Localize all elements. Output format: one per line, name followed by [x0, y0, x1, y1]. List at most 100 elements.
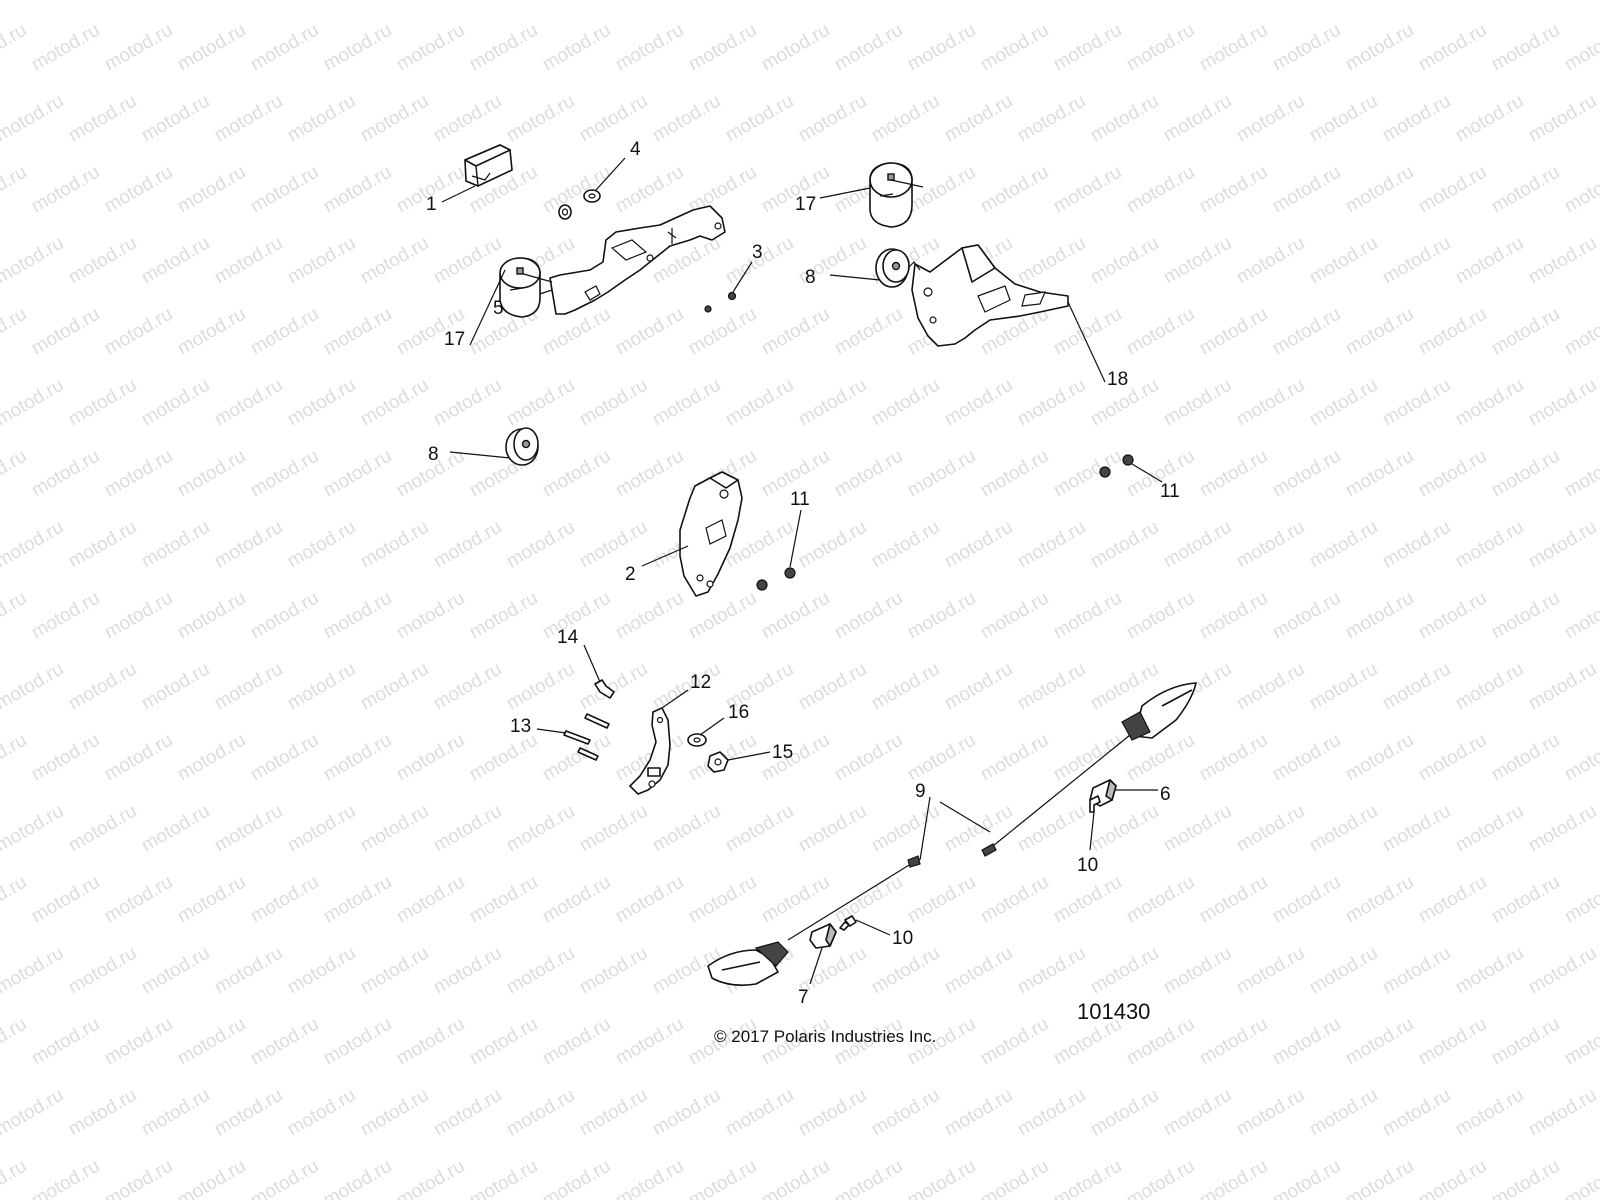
- watermark-text: motod.ru: [357, 517, 432, 573]
- watermark-text: motod.ru: [831, 446, 906, 502]
- watermark-text: motod.ru: [430, 375, 505, 431]
- part-9-turn-signal-left[interactable]: [707, 855, 921, 986]
- leader-13: [536, 728, 567, 734]
- watermark-text: motod.ru: [539, 1014, 614, 1070]
- watermark-text: motod.ru: [503, 91, 578, 147]
- part-7-lens[interactable]: [809, 923, 837, 949]
- watermark-text: motod.ru: [758, 304, 833, 360]
- watermark-text: motod.ru: [1196, 1014, 1271, 1070]
- part-11-nut-center[interactable]: [756, 567, 796, 591]
- watermark-text: motod.ru: [284, 943, 359, 999]
- watermark-text: motod.ru: [1123, 872, 1198, 928]
- watermark-text: motod.ru: [1050, 304, 1125, 360]
- watermark-text: motod.ru: [649, 91, 724, 147]
- watermark-text: motod.ru: [101, 872, 176, 928]
- watermark-text: motod.ru: [138, 91, 213, 147]
- watermark-text: motod.ru: [0, 1156, 30, 1200]
- leader-11a: [789, 509, 802, 568]
- watermark-text: motod.ru: [211, 91, 286, 147]
- watermark-text: motod.ru: [138, 517, 213, 573]
- watermark-text: motod.ru: [1525, 517, 1600, 573]
- leader-17b: [469, 269, 506, 346]
- part-8-disc-lower[interactable]: [505, 427, 539, 466]
- watermark-text: motod.ru: [758, 1156, 833, 1200]
- watermark-text: motod.ru: [1160, 375, 1235, 431]
- watermark-text: motod.ru: [247, 162, 322, 218]
- watermark-text: motod.ru: [247, 872, 322, 928]
- part-12-bracket[interactable]: [629, 707, 671, 795]
- watermark-text: motod.ru: [65, 1085, 140, 1141]
- part-13-screw[interactable]: [563, 713, 610, 761]
- watermark-text: motod.ru: [1488, 304, 1563, 360]
- watermark-text: motod.ru: [1160, 233, 1235, 289]
- part-17-mount-upper[interactable]: [869, 162, 924, 228]
- watermark-text: motod.ru: [1488, 872, 1563, 928]
- part-3-nut[interactable]: [704, 291, 737, 313]
- watermark-text: motod.ru: [795, 659, 870, 715]
- watermark-text: motod.ru: [1452, 0, 1527, 4]
- watermark-text: motod.ru: [65, 943, 140, 999]
- watermark-text: motod.ru: [649, 375, 724, 431]
- watermark-text: motod.ru: [576, 375, 651, 431]
- watermark-text: motod.ru: [1488, 162, 1563, 218]
- watermark-text: motod.ru: [1196, 446, 1271, 502]
- part-8-disc-upper[interactable]: [875, 248, 910, 288]
- watermark-text: motod.ru: [1196, 304, 1271, 360]
- watermark-text: motod.ru: [466, 1014, 541, 1070]
- watermark-text: motod.ru: [1087, 943, 1162, 999]
- watermark-text: motod.ru: [612, 588, 687, 644]
- watermark-text: motod.ru: [101, 162, 176, 218]
- part-9-turn-signal-right[interactable]: [981, 682, 1197, 857]
- part-17-mount-lower[interactable]: [499, 257, 553, 318]
- watermark-text: motod.ru: [1014, 91, 1089, 147]
- part-14-bolt[interactable]: [594, 679, 615, 699]
- watermark-text: motod.ru: [795, 1085, 870, 1141]
- watermark-text: motod.ru: [466, 588, 541, 644]
- watermark-text: motod.ru: [1160, 91, 1235, 147]
- leader-10b: [1089, 811, 1095, 851]
- watermark-text: motod.ru: [138, 0, 213, 4]
- callout-17b: 17: [444, 329, 465, 350]
- watermark-text: motod.ru: [977, 446, 1052, 502]
- watermark-text: motod.ru: [1379, 943, 1454, 999]
- watermark-text: motod.ru: [503, 943, 578, 999]
- watermark-text: motod.ru: [430, 0, 505, 4]
- part-1-block[interactable]: [464, 144, 513, 187]
- watermark-text: motod.ru: [831, 304, 906, 360]
- watermark-text: motod.ru: [0, 801, 67, 857]
- part-2-bracket[interactable]: [679, 471, 743, 597]
- watermark-text: motod.ru: [503, 375, 578, 431]
- part-15-nut[interactable]: [707, 751, 729, 773]
- watermark-text: motod.ru: [1269, 588, 1344, 644]
- watermark-text: motod.ru: [1269, 20, 1344, 76]
- watermark-text: motod.ru: [831, 1156, 906, 1200]
- watermark-text: motod.ru: [1087, 0, 1162, 4]
- watermark-text: motod.ru: [357, 801, 432, 857]
- watermark-text: motod.ru: [0, 0, 67, 4]
- callout-10b: 10: [1077, 855, 1098, 876]
- watermark-text: motod.ru: [1014, 375, 1089, 431]
- watermark-text: motod.ru: [1561, 446, 1600, 502]
- watermark-text: motod.ru: [758, 730, 833, 786]
- part-10-screw-right[interactable]: [1089, 795, 1101, 813]
- watermark-text: motod.ru: [174, 446, 249, 502]
- callout-4: 4: [630, 139, 641, 160]
- part-10-screw-left[interactable]: [839, 915, 857, 931]
- part-5-bracket[interactable]: [549, 205, 726, 315]
- callout-2: 2: [625, 564, 636, 585]
- part-16-washer[interactable]: [687, 733, 707, 747]
- watermark-text: motod.ru: [1269, 872, 1344, 928]
- part-4-nut[interactable]: [558, 189, 601, 220]
- watermark-text: motod.ru: [1488, 1014, 1563, 1070]
- part-18-bracket[interactable]: [907, 244, 1069, 347]
- watermark-text: motod.ru: [1014, 943, 1089, 999]
- watermark-text: motod.ru: [0, 233, 67, 289]
- watermark-text: motod.ru: [1014, 1085, 1089, 1141]
- part-11-nut-right[interactable]: [1099, 454, 1134, 478]
- watermark-text: motod.ru: [0, 91, 67, 147]
- callout-15: 15: [772, 742, 793, 763]
- watermark-text: motod.ru: [211, 375, 286, 431]
- watermark-text: motod.ru: [174, 1156, 249, 1200]
